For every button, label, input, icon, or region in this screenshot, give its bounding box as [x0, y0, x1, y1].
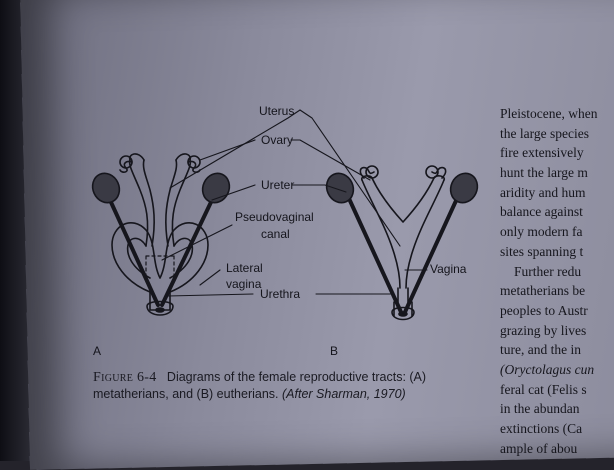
metatherian-ovary-right [187, 155, 201, 169]
body-text-column: Pleistocene, when the large species fire… [500, 104, 614, 458]
label-lateral-vagina: vagina [226, 277, 262, 291]
eutherian-ovary-right [425, 165, 439, 179]
eutherian-ureter-left [344, 190, 403, 314]
figure-caption: Figure 6-4 Diagrams of the female reprod… [93, 369, 473, 402]
label-pseudovaginal: Pseudovaginal [235, 210, 314, 224]
label-lateral: Lateral [226, 261, 263, 275]
metatherian-ureter-right [160, 198, 214, 307]
label-uterus: Uterus [259, 104, 294, 118]
eutherian-ureter-right [403, 190, 462, 314]
label-ureter: Ureter [261, 178, 294, 192]
body-line: grazing by lives [500, 322, 587, 338]
label-ovary: Ovary [261, 133, 293, 147]
body-line: metatherians be [500, 283, 586, 299]
label-vagina: Vagina [430, 262, 467, 276]
label-canal: canal [261, 227, 290, 241]
body-line: ture, and the in [500, 342, 581, 358]
body-line: extinctions (Ca [500, 421, 583, 436]
body-line: feral cat (Felis s [500, 381, 587, 397]
body-line: (Oryctolagus cun [500, 361, 595, 377]
body-line: the large species [500, 125, 589, 141]
metatherian-kidney-right [201, 172, 231, 204]
panel-label-a: A [93, 344, 101, 358]
body-line: peoples to Austr [500, 302, 588, 318]
eutherian-uterus [361, 179, 445, 289]
body-line: only modern fa [500, 224, 583, 240]
metatherian-ureter-left [108, 198, 160, 307]
body-line: hunt the large m [500, 165, 588, 181]
metatherian-kidney-left [91, 172, 121, 204]
eutherian-kidney-left [325, 172, 355, 204]
metatherian-tract [108, 153, 214, 316]
body-line: Pleistocene, when [500, 106, 598, 121]
body-line: ample of abou [500, 440, 578, 456]
metatherian-ovary-left [119, 155, 133, 169]
leader-lines [161, 109, 428, 297]
eutherian-kidney-right [449, 172, 479, 204]
eutherian-vagina [397, 287, 409, 303]
body-line: sites spanning t [500, 243, 584, 259]
figure-number: Figure 6-4 [93, 370, 157, 385]
body-line: Further redu [514, 263, 582, 279]
body-line: balance against [500, 204, 583, 220]
caption-citation: (After Sharman, 1970) [282, 387, 406, 401]
body-line: in the abundan [500, 401, 580, 417]
eutherian-tract [344, 166, 462, 321]
eutherian-ovary-left [365, 165, 379, 179]
caption-text: Diagrams of the female reproductive trac… [93, 370, 427, 401]
body-line: aridity and hum [500, 184, 586, 200]
label-urethra: Urethra [260, 287, 300, 301]
body-line: fire extensively [500, 145, 584, 161]
panel-label-b: B [330, 344, 338, 358]
